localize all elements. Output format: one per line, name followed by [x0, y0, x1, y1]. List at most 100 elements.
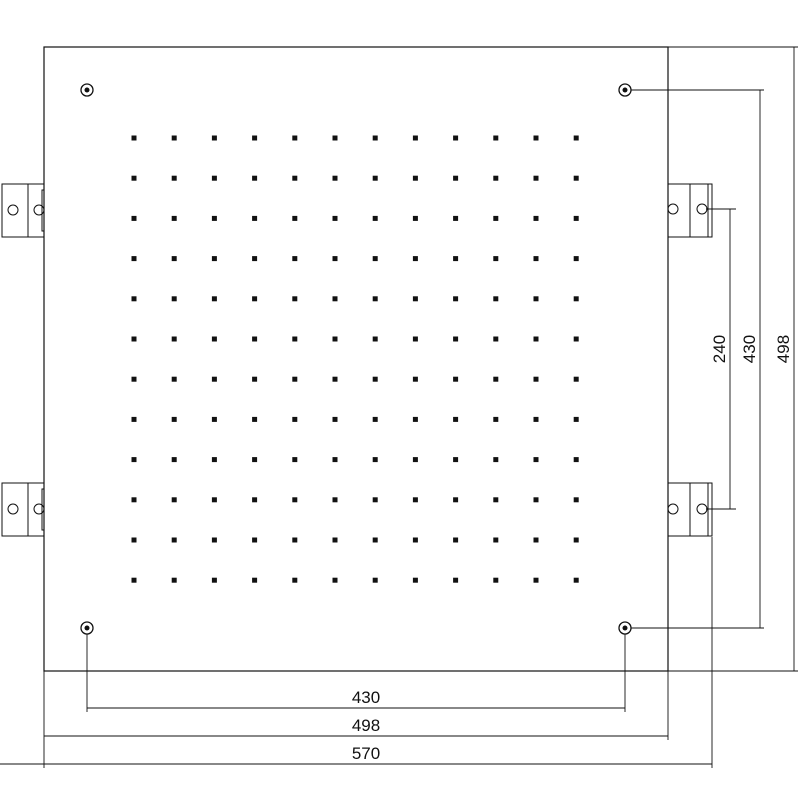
nozzle	[211, 376, 217, 382]
nozzle	[493, 416, 499, 422]
nozzle	[171, 497, 177, 503]
nozzle	[252, 577, 258, 583]
nozzle	[412, 296, 418, 302]
nozzle	[332, 296, 338, 302]
nozzle	[211, 175, 217, 181]
nozzle	[332, 416, 338, 422]
nozzle	[453, 336, 459, 342]
nozzle	[533, 416, 539, 422]
nozzle	[412, 215, 418, 221]
dimension-right-plate: 498	[774, 335, 793, 363]
nozzle	[573, 296, 579, 302]
nozzle	[211, 537, 217, 543]
dimension-bottom-overall: 570	[352, 744, 380, 763]
nozzle	[453, 416, 459, 422]
nozzle	[171, 416, 177, 422]
nozzle	[453, 376, 459, 382]
nozzle	[493, 175, 499, 181]
screw-top-left-icon	[80, 83, 94, 97]
nozzle	[252, 416, 258, 422]
nozzle	[493, 457, 499, 463]
dimension-bottom-holes: 430	[352, 688, 380, 707]
nozzle	[493, 256, 499, 262]
nozzle	[171, 457, 177, 463]
nozzle	[573, 256, 579, 262]
nozzle	[292, 416, 298, 422]
nozzle	[332, 336, 338, 342]
nozzle	[533, 497, 539, 503]
nozzle	[211, 296, 217, 302]
nozzle	[533, 296, 539, 302]
nozzle-grid	[131, 135, 579, 583]
dimension-lines-bottom	[0, 537, 713, 768]
nozzle	[372, 577, 378, 583]
nozzle	[131, 256, 137, 262]
nozzle	[131, 537, 137, 543]
nozzle	[171, 215, 177, 221]
nozzle	[372, 175, 378, 181]
nozzle	[573, 215, 579, 221]
nozzle	[332, 376, 338, 382]
nozzle	[332, 215, 338, 221]
nozzle	[252, 135, 258, 141]
dimension-lines-right	[631, 46, 798, 672]
nozzle	[332, 256, 338, 262]
nozzle	[493, 537, 499, 543]
nozzle	[372, 135, 378, 141]
nozzle	[131, 296, 137, 302]
nozzle	[211, 215, 217, 221]
nozzle	[533, 336, 539, 342]
nozzle	[573, 336, 579, 342]
nozzle	[372, 416, 378, 422]
nozzle	[252, 537, 258, 543]
nozzle	[131, 175, 137, 181]
nozzle	[453, 256, 459, 262]
nozzle	[171, 376, 177, 382]
nozzle	[412, 175, 418, 181]
right-top-bracket	[667, 183, 713, 238]
nozzle	[171, 537, 177, 543]
nozzle	[332, 175, 338, 181]
nozzle	[412, 135, 418, 141]
nozzle	[211, 497, 217, 503]
nozzle	[453, 215, 459, 221]
nozzle	[211, 457, 217, 463]
nozzle	[131, 416, 137, 422]
nozzle	[453, 537, 459, 543]
nozzle	[292, 215, 298, 221]
nozzle	[493, 497, 499, 503]
nozzle	[211, 577, 217, 583]
nozzle	[412, 457, 418, 463]
dimension-right-brackets: 240	[710, 335, 729, 363]
nozzle	[533, 537, 539, 543]
nozzle	[453, 457, 459, 463]
nozzle	[493, 215, 499, 221]
dimension-bottom-plate: 498	[352, 716, 380, 735]
left-top-bracket	[1, 183, 45, 238]
nozzle	[292, 336, 298, 342]
nozzle	[292, 296, 298, 302]
nozzle	[533, 376, 539, 382]
nozzle	[211, 256, 217, 262]
nozzle	[573, 376, 579, 382]
nozzle	[252, 175, 258, 181]
nozzle	[493, 336, 499, 342]
nozzle	[292, 256, 298, 262]
nozzle	[533, 135, 539, 141]
shower-plate	[43, 46, 669, 672]
nozzle	[573, 416, 579, 422]
nozzle	[252, 376, 258, 382]
nozzle	[412, 376, 418, 382]
nozzle	[171, 256, 177, 262]
nozzle	[493, 296, 499, 302]
nozzle	[533, 577, 539, 583]
nozzle	[372, 215, 378, 221]
nozzle	[453, 175, 459, 181]
nozzle	[292, 457, 298, 463]
nozzle	[573, 497, 579, 503]
nozzle	[252, 336, 258, 342]
nozzle	[372, 256, 378, 262]
nozzle	[412, 537, 418, 543]
nozzle	[131, 577, 137, 583]
